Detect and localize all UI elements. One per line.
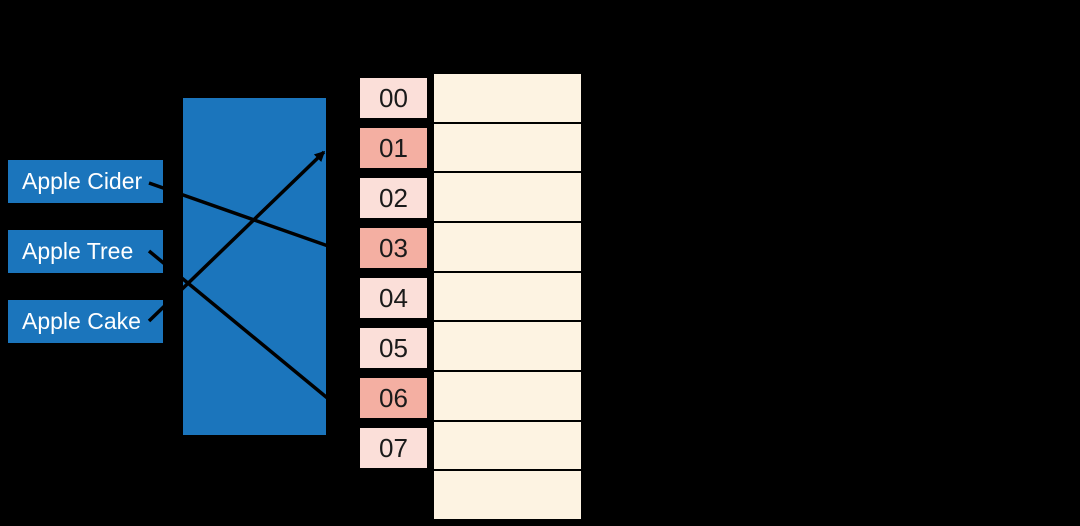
bucket-column (432, 72, 583, 521)
bucket-row (434, 372, 581, 422)
bucket-row (434, 223, 581, 273)
index-cell-02: 02 (360, 178, 427, 218)
bucket-row (434, 322, 581, 373)
bucket-row (434, 74, 581, 124)
index-column: 00 01 02 03 04 05 06 07 (360, 78, 427, 478)
hash-function-box (183, 98, 326, 435)
index-cell-06: 06 (360, 378, 427, 418)
key-label-apple-tree: Apple Tree (8, 230, 163, 273)
key-label-apple-cider: Apple Cider (8, 160, 163, 203)
bucket-row (434, 471, 581, 519)
bucket-row (434, 422, 581, 472)
index-cell-03: 03 (360, 228, 427, 268)
index-cell-05: 05 (360, 328, 427, 368)
index-cell-01: 01 (360, 128, 427, 168)
index-cell-07: 07 (360, 428, 427, 468)
bucket-row (434, 273, 581, 323)
key-label-apple-cake: Apple Cake (8, 300, 163, 343)
index-cell-04: 04 (360, 278, 427, 318)
bucket-row (434, 124, 581, 174)
bucket-row (434, 173, 581, 224)
index-cell-00: 00 (360, 78, 427, 118)
